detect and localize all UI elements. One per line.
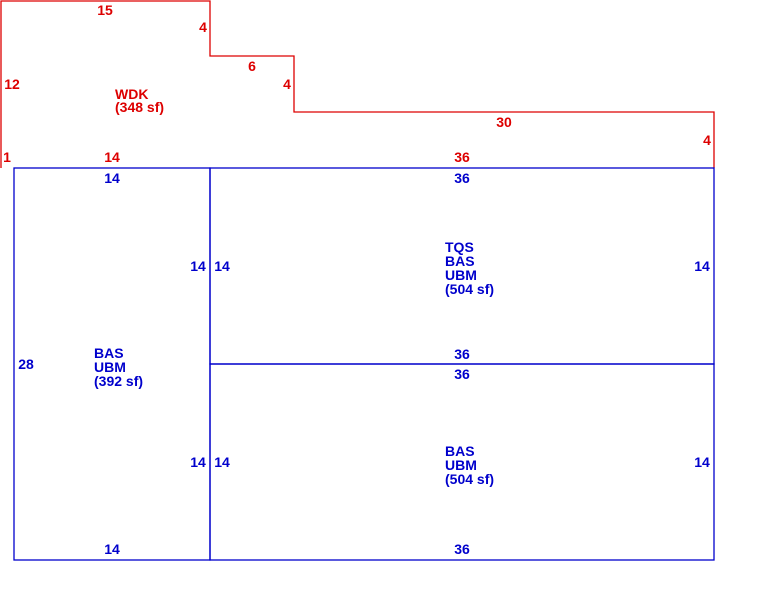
deck-dim-left-bottom: 1: [3, 149, 11, 165]
left-dim-right-lower: 14: [190, 454, 206, 470]
deck-area: (348 sf): [115, 99, 164, 115]
lower-right-code-1: BAS: [445, 443, 475, 459]
lower-right-section-outline: [209, 363, 715, 561]
left-dim-right-upper: 14: [190, 258, 206, 274]
deck-name: WDK: [115, 86, 148, 102]
deck-dim-left: 12: [4, 76, 20, 92]
upper-right-code-2: BAS: [445, 253, 475, 269]
lower-right-area: (504 sf): [445, 471, 494, 487]
upper-right-dim-top: 36: [454, 170, 470, 186]
upper-right-code-1: TQS: [445, 239, 474, 255]
deck-dim-step2-vertical: 4: [283, 76, 291, 92]
deck-dim-step1-horizontal: 6: [248, 58, 256, 74]
upper-right-area: (504 sf): [445, 281, 494, 297]
upper-right-dim-right: 14: [694, 258, 710, 274]
deck-dim-right: 4: [703, 132, 711, 148]
left-code-2: UBM: [94, 359, 126, 375]
upper-right-dim-left: 14: [214, 258, 230, 274]
deck-outline: [0, 0, 715, 168]
deck-dim-top: 15: [97, 2, 113, 18]
upper-right-code-3: UBM: [445, 267, 477, 283]
left-dim-bottom: 14: [104, 541, 120, 557]
left-code-1: BAS: [94, 345, 124, 361]
lower-right-dim-bottom: 36: [454, 541, 470, 557]
left-dim-top: 14: [104, 170, 120, 186]
deck-dim-step1-vertical: 4: [199, 19, 207, 35]
lower-right-code-2: UBM: [445, 457, 477, 473]
lower-right-dim-right: 14: [694, 454, 710, 470]
lower-right-dim-top: 36: [454, 366, 470, 382]
left-area: (392 sf): [94, 373, 143, 389]
deck-dim-bottom-left: 14: [104, 149, 120, 165]
deck-dim-bottom-right: 36: [454, 149, 470, 165]
upper-right-dim-bottom: 36: [454, 346, 470, 362]
left-dim-left: 28: [18, 356, 34, 372]
lower-right-dim-left: 14: [214, 454, 230, 470]
deck-dim-top-right: 30: [496, 114, 512, 130]
